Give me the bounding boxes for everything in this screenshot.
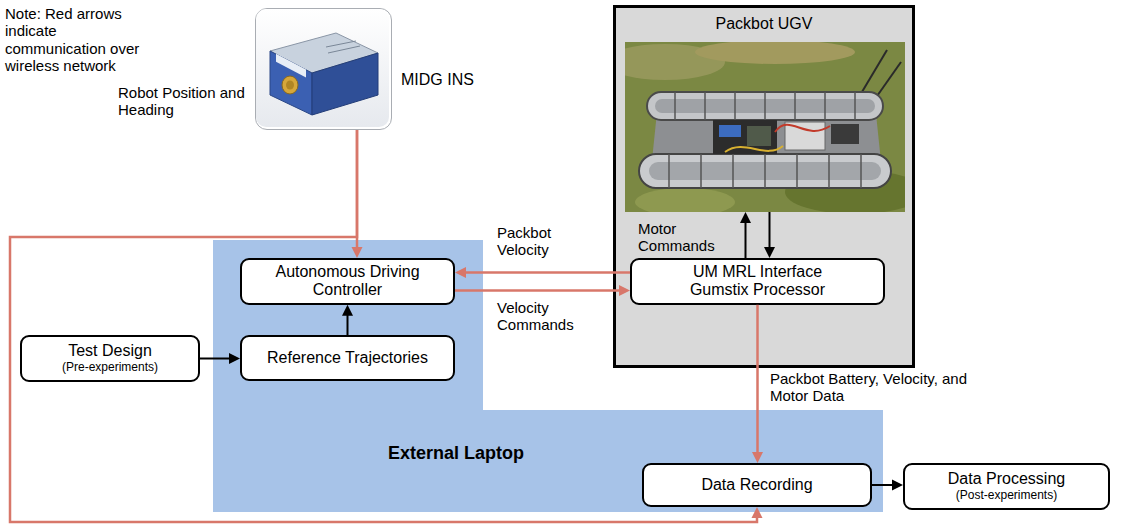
wired-arrow [200, 353, 240, 364]
connector-line [769, 212, 771, 249]
node-subtext: (Post-experiments) [956, 489, 1057, 503]
wired-arrow [764, 212, 775, 258]
connector-line [872, 484, 894, 486]
connector-line [464, 271, 630, 274]
ins-device-picture [256, 9, 389, 127]
arrow-head [752, 452, 763, 463]
wireless-arrow [752, 305, 763, 463]
node-text: Packbot UGV [616, 15, 912, 33]
signal-label: Robot Position and Heading [118, 84, 248, 119]
connector-line [200, 358, 231, 360]
process-box: Data Processing(Post-experiments) [903, 463, 1110, 510]
node-text: Reference Trajectories [267, 349, 428, 367]
arrow-head [892, 480, 903, 491]
connector-line [347, 314, 349, 335]
node-text: External Laptop [388, 443, 524, 464]
process-box: Test Design(Pre-experiments) [20, 335, 200, 382]
ins-device: MIDG INS [255, 8, 392, 130]
connector-line [10, 130, 757, 522]
arrow-head [352, 247, 363, 258]
connector-line [455, 289, 621, 292]
node-text: Data Processing [948, 470, 1065, 488]
wireless-arrow [455, 285, 630, 296]
process-box: UM MRL Interface Gumstix Processor [630, 258, 885, 305]
connector-line [745, 221, 747, 258]
robot-housing: Packbot UGV UM MRL Interface Gumstix Proc… [613, 5, 915, 368]
node-text: MIDG INS [401, 71, 474, 89]
note-text: Note: Red arrows indicate communication … [5, 5, 155, 74]
node-text: UM MRL Interface Gumstix Processor [678, 263, 838, 300]
node-subtext: (Pre-experiments) [62, 361, 158, 375]
wireless-arrow [455, 267, 630, 278]
arrow-head [764, 247, 775, 258]
arrow-head [740, 212, 751, 223]
arrow-head [229, 353, 240, 364]
arrow-head [752, 507, 763, 518]
wired-arrow [740, 212, 751, 258]
robot-photo [625, 42, 905, 212]
arrow-head [455, 267, 466, 278]
signal-label: Packbot Velocity [497, 224, 597, 259]
signal-label: Packbot Battery, Velocity, and Motor Dat… [770, 370, 975, 405]
wired-arrow [872, 480, 903, 491]
arrow-head [342, 305, 353, 316]
node-text: Data Recording [701, 476, 812, 494]
arrow-head [619, 285, 630, 296]
node-text: Test Design [68, 342, 152, 360]
wired-arrow [342, 305, 353, 335]
process-box: Autonomous Driving Controller [240, 258, 455, 305]
process-box: Reference Trajectories [240, 335, 455, 381]
signal-label: Motor Commands [638, 220, 733, 255]
connector-line [756, 305, 759, 454]
signal-label: Velocity Commands [497, 299, 597, 334]
process-box: Data Recording [642, 463, 872, 507]
node-text: Autonomous Driving Controller [273, 263, 423, 300]
wireless-arrow [10, 130, 763, 522]
